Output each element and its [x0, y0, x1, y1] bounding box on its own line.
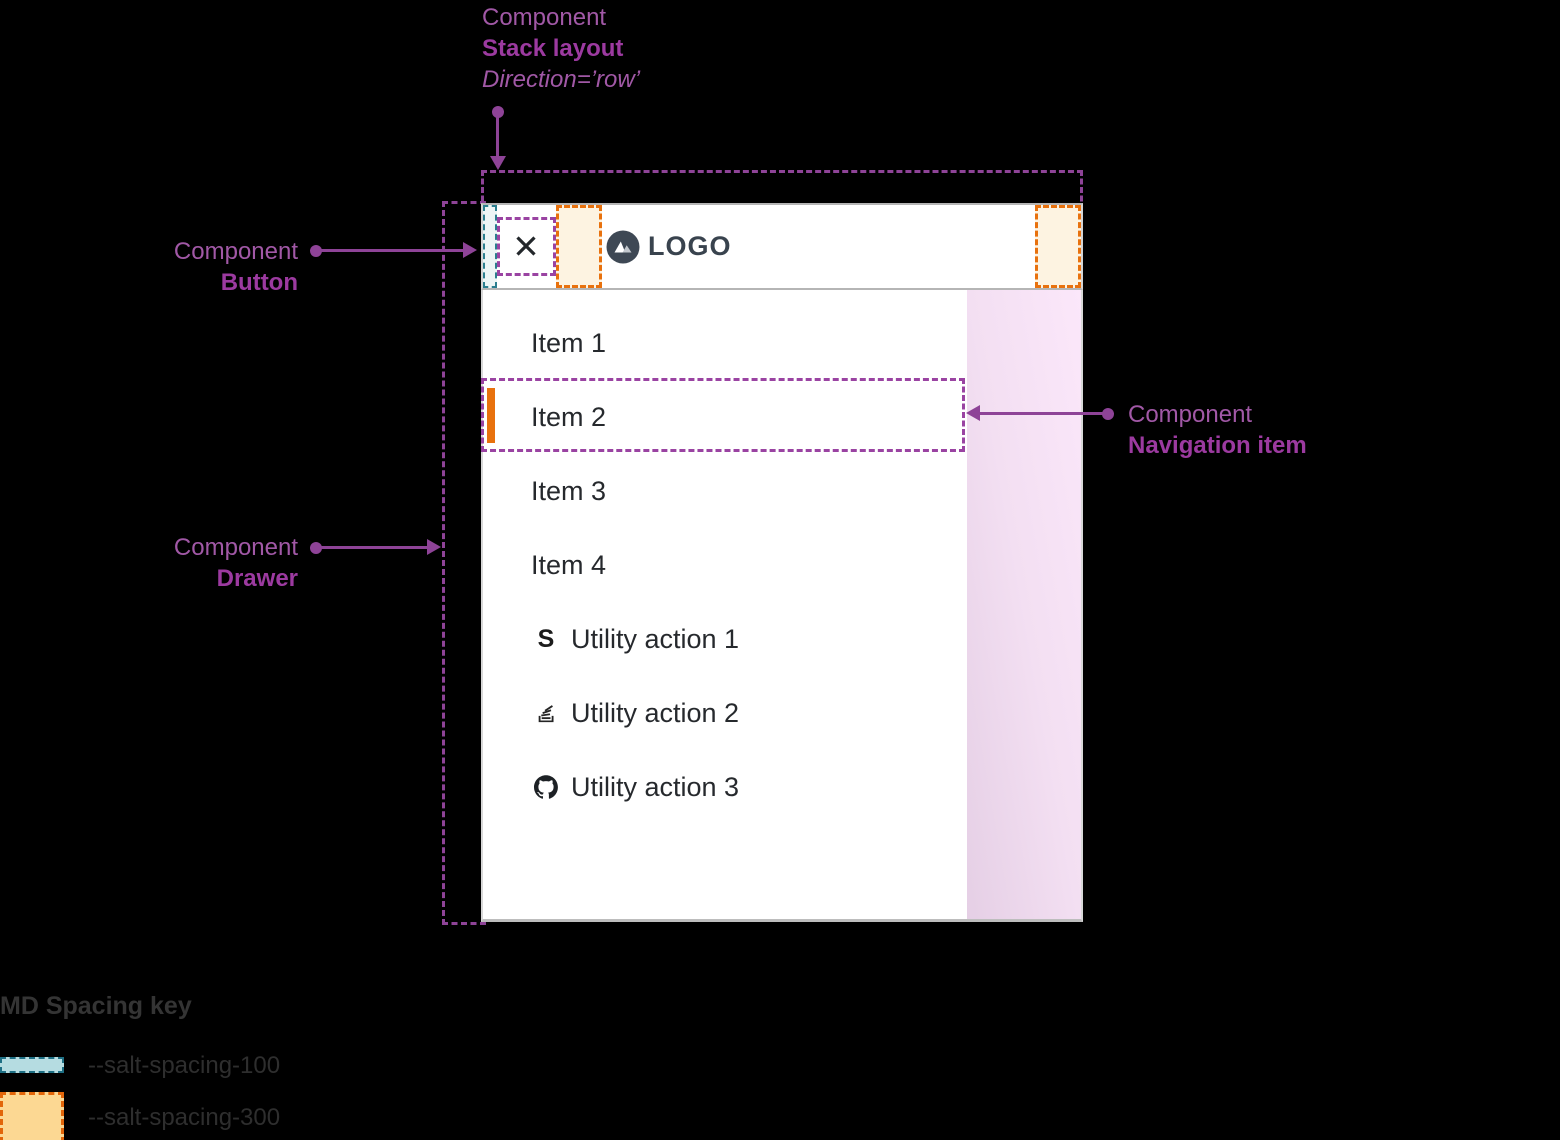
nav-arrow-head — [966, 405, 980, 421]
utility-action-label: Utility action 2 — [571, 697, 740, 728]
github-icon — [534, 775, 558, 799]
nav-item-4[interactable]: Item 4 — [483, 528, 965, 602]
button-bounds — [497, 217, 556, 276]
utility-action-label: Utility action 3 — [571, 771, 740, 802]
annotation-button: Component Button — [173, 238, 298, 296]
spacing-300-swatch-inline-left — [556, 205, 602, 288]
nav-item-1[interactable]: Item 1 — [483, 306, 965, 380]
stack-overflow-icon — [534, 701, 558, 725]
nav-item-label: Item 4 — [531, 549, 607, 580]
stack-arrow-head — [490, 156, 506, 170]
nav-item-label: Item 1 — [531, 327, 607, 358]
annotation-stack-layout: Component Stack layout Direction=’row’ — [482, 4, 641, 93]
button-arrow-line — [316, 249, 463, 252]
close-button[interactable] — [514, 234, 538, 258]
drawer-header: LOGO — [481, 203, 1083, 290]
legend-label-spacing-300: --salt-spacing-300 — [88, 1104, 281, 1131]
nav-item-label: Item 2 — [531, 401, 607, 432]
close-icon — [516, 236, 536, 256]
annotation-navigation-item: Component Navigation item — [1128, 401, 1307, 459]
nav-arrow-dot — [1102, 408, 1114, 420]
drawer-bounds — [442, 201, 486, 925]
legend-swatch-spacing-300 — [0, 1092, 64, 1140]
app-logo[interactable]: LOGO — [606, 205, 732, 288]
legend-swatch-spacing-100 — [0, 1057, 64, 1073]
annotation-drawer: Component Drawer — [173, 534, 298, 592]
navigation-item-bounds — [481, 378, 965, 452]
nav-item-2[interactable]: Item 2 — [483, 380, 965, 454]
button-arrow-head — [463, 242, 477, 258]
drawer-arrow-line — [316, 546, 427, 549]
active-item-indicator — [487, 388, 495, 443]
navigation-list: Item 1 Item 2 Item 3 Item 4 S Utility ac… — [483, 306, 965, 824]
nav-item-label: Item 3 — [531, 475, 607, 506]
logo-text: LOGO — [648, 231, 732, 261]
utility-action-2[interactable]: Utility action 2 — [483, 676, 965, 750]
mountain-logo-icon — [606, 230, 640, 263]
drawer-arrow-head — [427, 539, 441, 555]
spacing-100-swatch-inline — [483, 205, 497, 288]
legend-title: MD Spacing key — [0, 992, 192, 1020]
stack-arrow-line — [496, 112, 499, 158]
stack-layout-bounds — [481, 170, 1083, 210]
nav-arrow-line — [980, 412, 1108, 415]
utility-action-3[interactable]: Utility action 3 — [483, 750, 965, 824]
utility-action-label: Utility action 1 — [571, 623, 740, 654]
utility-action-1[interactable]: S Utility action 1 — [483, 602, 965, 676]
nav-item-3[interactable]: Item 3 — [483, 454, 965, 528]
spacing-300-swatch-inline-right — [1035, 205, 1081, 288]
drawer-scrim-panel — [967, 290, 1081, 919]
legend-label-spacing-100: --salt-spacing-100 — [88, 1052, 281, 1079]
s-letter-icon: S — [537, 625, 555, 653]
